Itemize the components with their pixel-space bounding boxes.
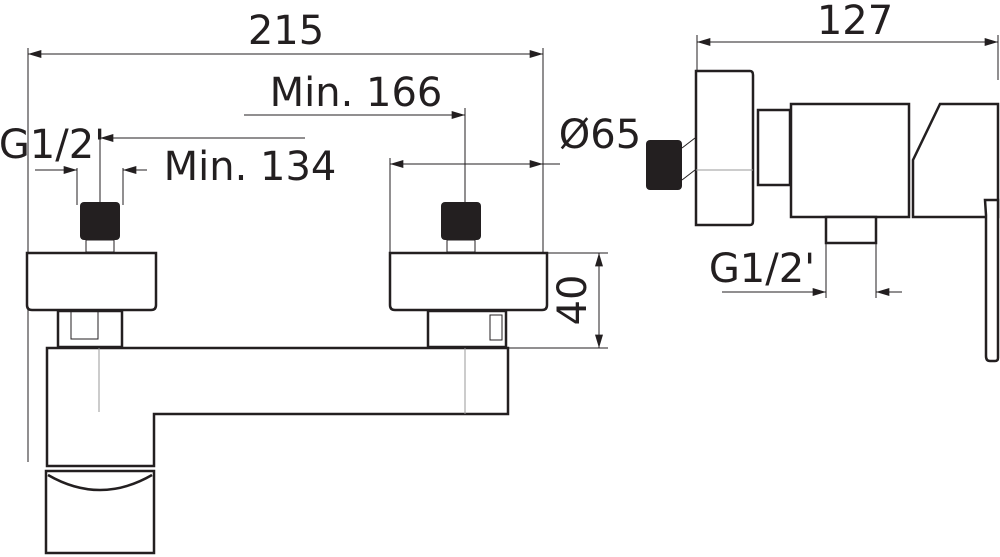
lever-curve <box>47 473 153 492</box>
lever-base <box>911 102 1000 219</box>
dimension-label: Min. 134 <box>164 144 337 190</box>
thread-icon <box>646 140 682 190</box>
thread-icon <box>441 202 481 240</box>
lever-handle <box>983 198 1000 363</box>
dimension-diameter-65: Ø65 <box>559 112 641 158</box>
right-eccentric-connector <box>388 202 549 349</box>
connector-neck <box>756 108 792 187</box>
nut <box>85 239 115 253</box>
connector-inner <box>70 310 99 340</box>
dimension-label: G1/2' <box>0 122 105 168</box>
dimension-127: 127 <box>696 0 999 46</box>
dimension-label: 40 <box>550 275 596 326</box>
dimension-min-166: Min. 166 <box>244 70 465 119</box>
connector-neck <box>426 309 508 349</box>
dimension-label: 215 <box>248 8 324 54</box>
lever-handle <box>44 469 156 555</box>
body-outline <box>45 346 510 468</box>
dimension-215: 215 <box>27 8 544 58</box>
dimension-thread-front: G1/2' <box>0 122 147 174</box>
rosette <box>388 251 549 312</box>
dimension-label: Ø65 <box>559 112 641 158</box>
dimension-40: 40 <box>490 252 608 349</box>
connector-neck <box>56 309 124 349</box>
dimension-min-134: Min. 134 <box>100 134 560 190</box>
dimension-label: 127 <box>817 0 893 44</box>
rosette <box>694 69 755 227</box>
front-view: 215 Min. 166 Min. 134 G1/2' 40 <box>0 8 608 555</box>
mixer-body <box>789 102 911 219</box>
dimension-label: G1/2' <box>709 246 815 292</box>
side-view: 127 Ø65 G1/2' <box>559 0 1000 363</box>
connector-inner <box>489 314 503 341</box>
thread-icon <box>80 202 120 240</box>
dimension-thread-side: G1/2' <box>709 243 902 298</box>
connector-link <box>681 137 696 181</box>
outlet <box>824 215 878 245</box>
rosette <box>25 251 158 312</box>
nut <box>446 239 476 253</box>
dimension-label: Min. 166 <box>270 70 443 116</box>
left-eccentric-connector <box>25 202 158 349</box>
mixer-body <box>44 346 510 555</box>
